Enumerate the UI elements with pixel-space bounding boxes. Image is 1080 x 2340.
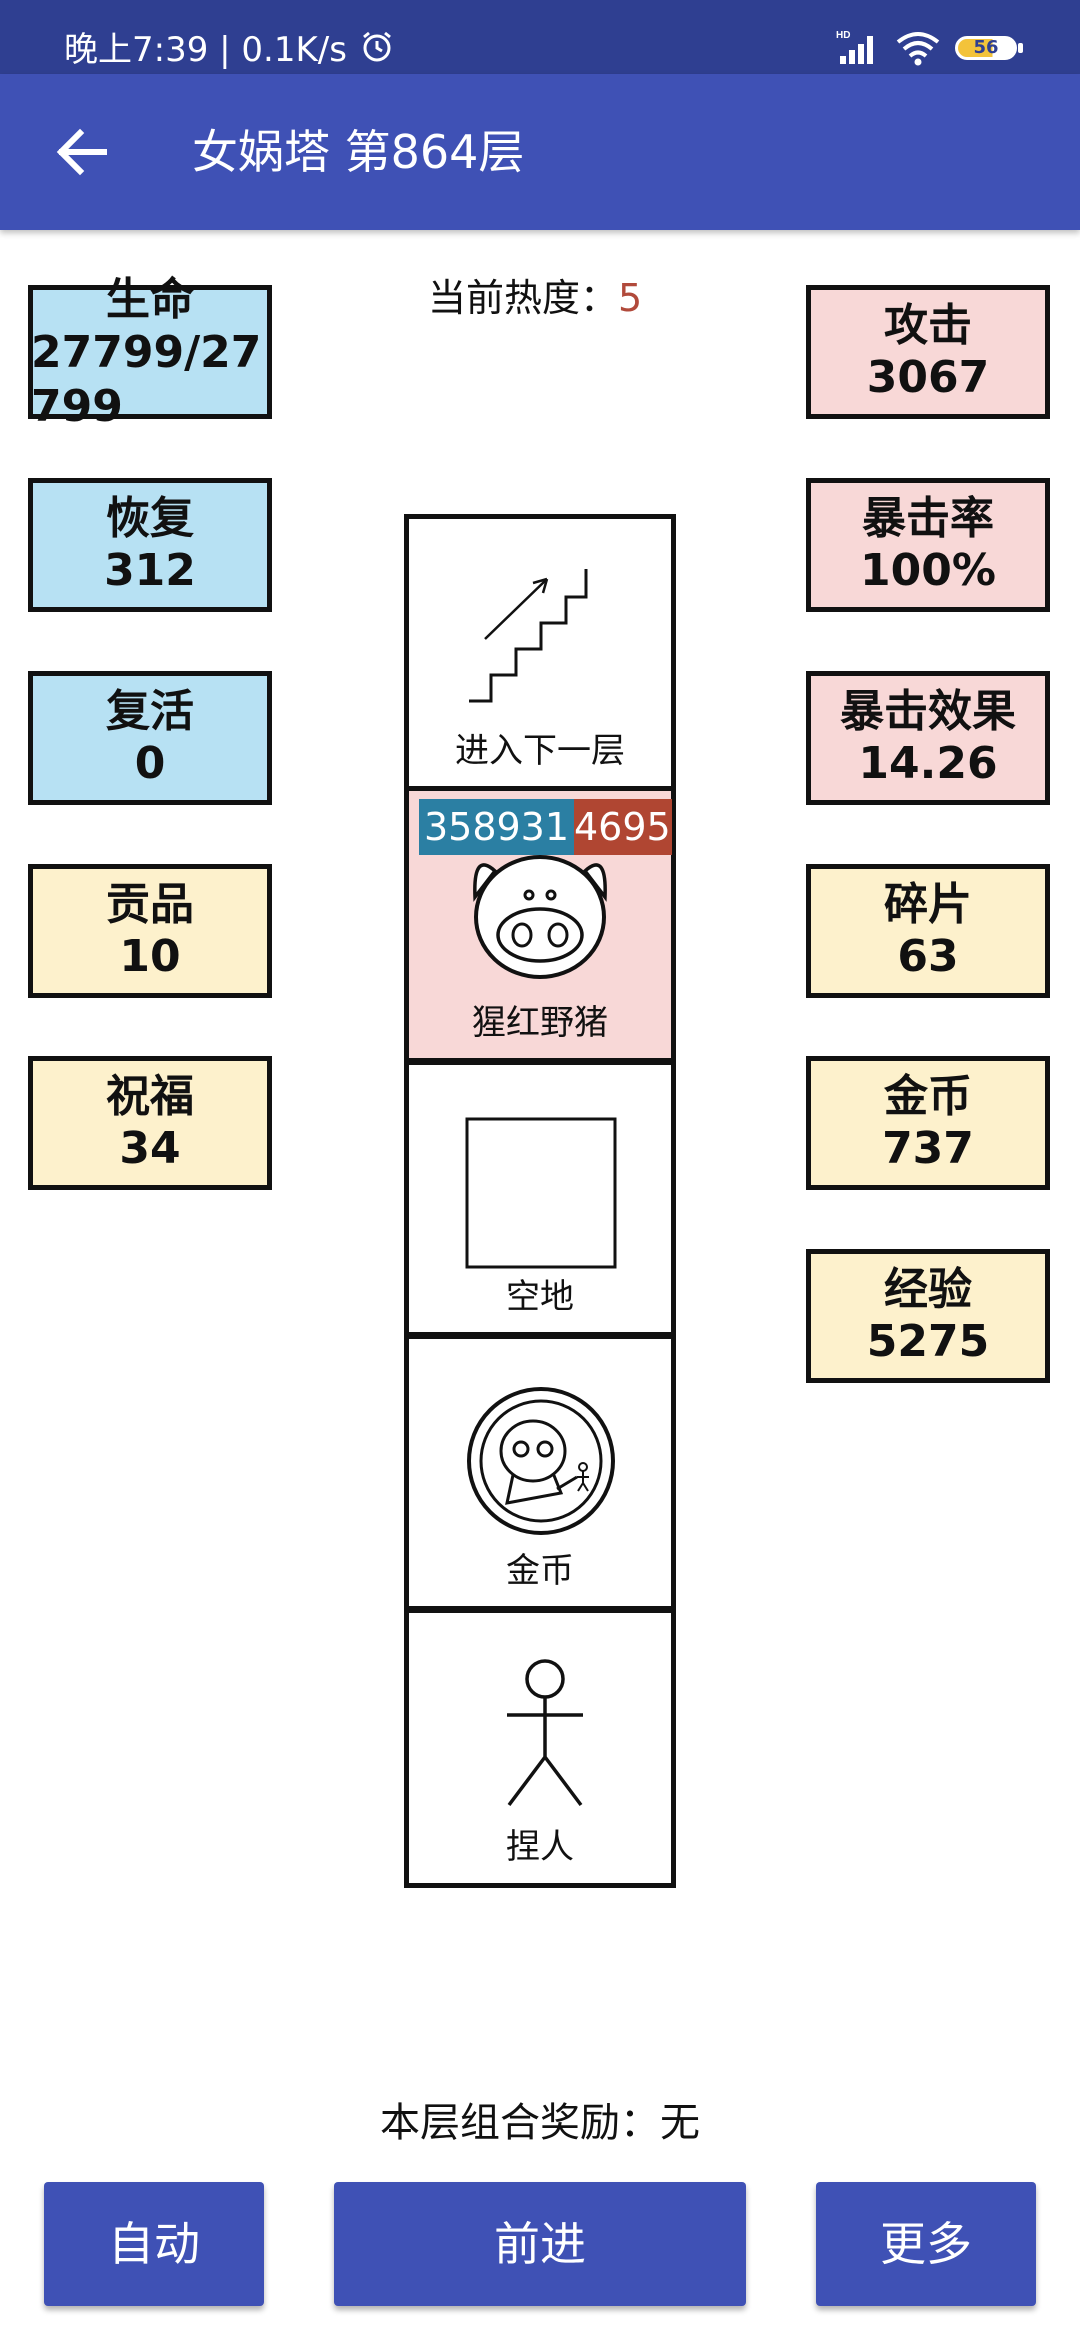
stat-label: 碎片 <box>884 879 972 930</box>
wifi-icon <box>896 32 940 66</box>
stat-value: 14.26 <box>858 738 998 789</box>
status-bar: 晚上7:39 | 0.1K/s HD 56 <box>0 0 1080 74</box>
stat-label: 金币 <box>884 1071 972 1122</box>
battery-nub <box>1018 43 1023 53</box>
tower-cell-monster[interactable]: 358931 4695 猩红野猪 <box>404 786 676 1063</box>
tower-cell-caption: 猩红野猪 <box>472 1003 608 1043</box>
tower-cell-pinch[interactable]: 捏人 <box>404 1608 676 1888</box>
stick-figure-icon <box>507 1659 583 1807</box>
tower-cell-empty[interactable]: 空地 <box>404 1060 676 1337</box>
floor-combo-reward: 本层组合奖励：无 <box>380 2100 700 2146</box>
enemy-damage-value: 4695 <box>574 799 672 855</box>
stairs-icon <box>469 569 588 703</box>
stat-revive: 复活 0 <box>28 671 272 805</box>
tower-cell-caption: 捏人 <box>506 1827 574 1867</box>
auto-button[interactable]: 自动 <box>44 2182 264 2306</box>
stat-label: 祝福 <box>106 1071 194 1122</box>
stat-value: 63 <box>897 931 959 982</box>
stat-value: 737 <box>882 1123 974 1174</box>
stat-label: 攻击 <box>884 300 972 351</box>
stat-label: 贡品 <box>106 879 194 930</box>
stat-label: 暴击率 <box>862 493 994 544</box>
stat-blessing: 祝福 34 <box>28 1056 272 1190</box>
tower-cell-caption: 空地 <box>506 1277 574 1317</box>
signal-icon: HD <box>836 30 873 64</box>
battery-level: 56 <box>973 37 999 58</box>
app-bar: 女娲塔 第864层 <box>0 74 1080 230</box>
tower-cell-caption: 金币 <box>506 1551 574 1591</box>
tower-cell-coin[interactable]: 金币 <box>404 1334 676 1611</box>
tower-cell-caption: 进入下一层 <box>455 731 625 771</box>
stat-value: 10 <box>119 931 181 982</box>
svg-text:HD: HD <box>836 30 850 41</box>
heat-indicator: 当前热度：5 <box>428 274 642 322</box>
arrow-left-icon[interactable] <box>52 126 112 178</box>
stat-regen: 恢复 312 <box>28 478 272 612</box>
enemy-hp-value: 358931 <box>419 799 574 855</box>
battery-icon: 56 <box>955 36 1017 60</box>
stat-label: 生命 <box>106 274 194 325</box>
status-time: 晚上7:39 | 0.1K/s <box>64 30 347 70</box>
heat-label: 当前热度： <box>428 276 619 320</box>
stat-hp: 生命 27799/27799 <box>28 274 272 432</box>
stat-crit-rate: 暴击率 100% <box>806 478 1050 612</box>
tower-cell-stairs[interactable]: 进入下一层 <box>404 514 676 791</box>
coin-icon <box>467 1387 615 1535</box>
stat-value: 34 <box>119 1123 181 1174</box>
stat-value: 100% <box>860 545 996 596</box>
empty-square-icon <box>465 1117 617 1269</box>
more-button[interactable]: 更多 <box>816 2182 1036 2306</box>
stat-label: 暴击效果 <box>840 686 1016 737</box>
stat-value: 3067 <box>866 352 990 403</box>
stat-exp: 经验 5275 <box>806 1249 1050 1383</box>
stat-value: 0 <box>134 738 166 789</box>
stat-tribute: 贡品 10 <box>28 864 272 998</box>
stat-crit-effect: 暴击效果 14.26 <box>806 671 1050 805</box>
alarm-icon <box>363 31 391 62</box>
stat-fragments: 碎片 63 <box>806 864 1050 998</box>
stat-value: 5275 <box>866 1316 990 1367</box>
stat-label: 复活 <box>106 686 194 737</box>
stat-value: 312 <box>104 545 196 596</box>
stat-label: 经验 <box>884 1264 972 1315</box>
stat-label: 恢复 <box>106 493 194 544</box>
stat-value: 27799/27799 <box>31 327 262 432</box>
forward-button[interactable]: 前进 <box>334 2182 746 2306</box>
page-title: 女娲塔 第864层 <box>192 125 525 179</box>
pig-icon <box>473 855 607 979</box>
stat-attack: 攻击 3067 <box>806 285 1050 419</box>
heat-value: 5 <box>618 276 643 320</box>
stat-gold: 金币 737 <box>806 1056 1050 1190</box>
